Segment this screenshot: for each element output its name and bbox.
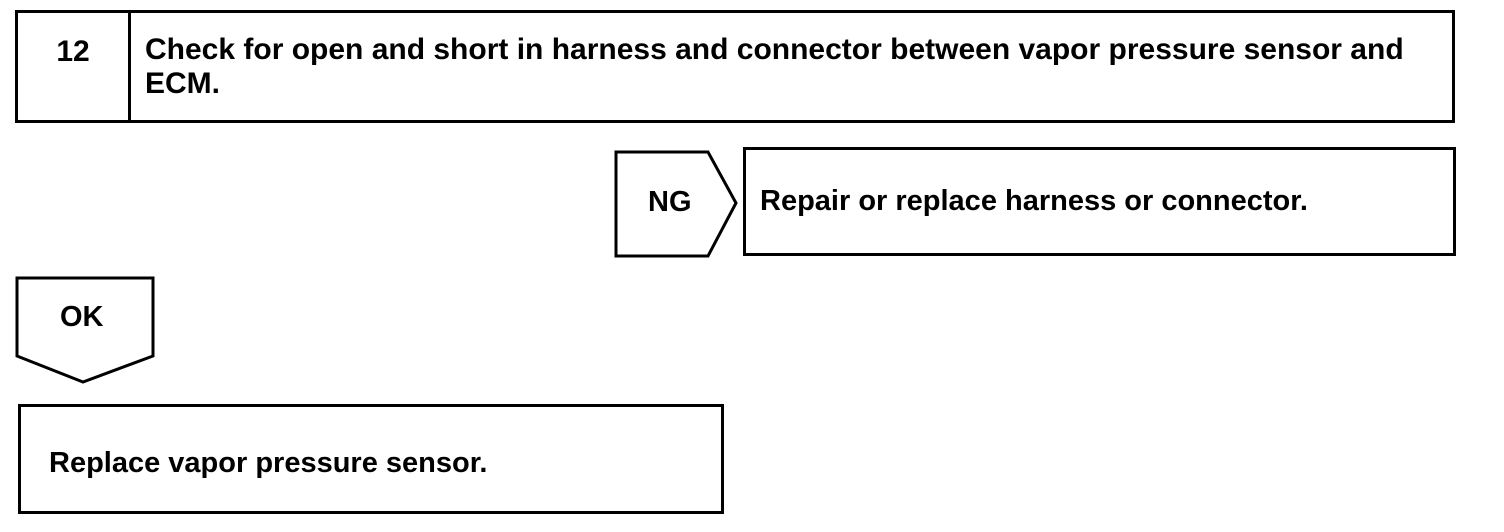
ng-result-text: Repair or replace harness or connector. xyxy=(760,185,1308,217)
step-box: 12 Check for open and short in harness a… xyxy=(15,10,1455,123)
step-number: 12 xyxy=(18,13,131,120)
ng-label: NG xyxy=(648,186,692,218)
step-instruction: Check for open and short in harness and … xyxy=(145,33,1404,100)
ng-result-box: Repair or replace harness or connector. xyxy=(743,147,1456,256)
ok-result-box: Replace vapor pressure sensor. xyxy=(18,404,724,514)
ok-result-text: Replace vapor pressure sensor. xyxy=(49,447,488,479)
ng-arrow-tag xyxy=(614,150,738,258)
ok-label: OK xyxy=(60,301,104,333)
ok-arrow-tag xyxy=(15,276,155,384)
